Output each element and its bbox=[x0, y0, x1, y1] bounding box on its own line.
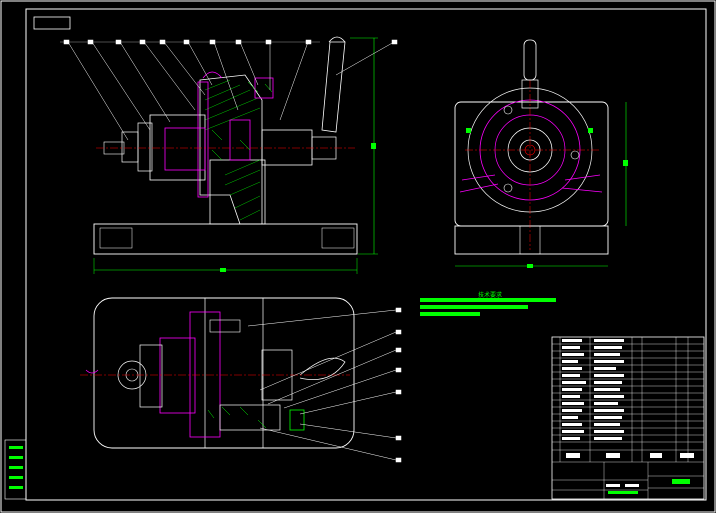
housing-hatched bbox=[199, 74, 263, 225]
handle-lever bbox=[321, 41, 346, 133]
revision-box bbox=[4, 439, 27, 500]
base-plate bbox=[93, 223, 358, 255]
side-view bbox=[454, 39, 628, 268]
plan-view bbox=[80, 297, 402, 463]
tech-requirements bbox=[420, 298, 556, 316]
corner-tab bbox=[33, 16, 71, 30]
tech-requirements-title: 技术要求 bbox=[478, 292, 503, 299]
title-block bbox=[551, 336, 705, 500]
front-section-view bbox=[60, 36, 398, 274]
inner-frame bbox=[25, 8, 707, 501]
